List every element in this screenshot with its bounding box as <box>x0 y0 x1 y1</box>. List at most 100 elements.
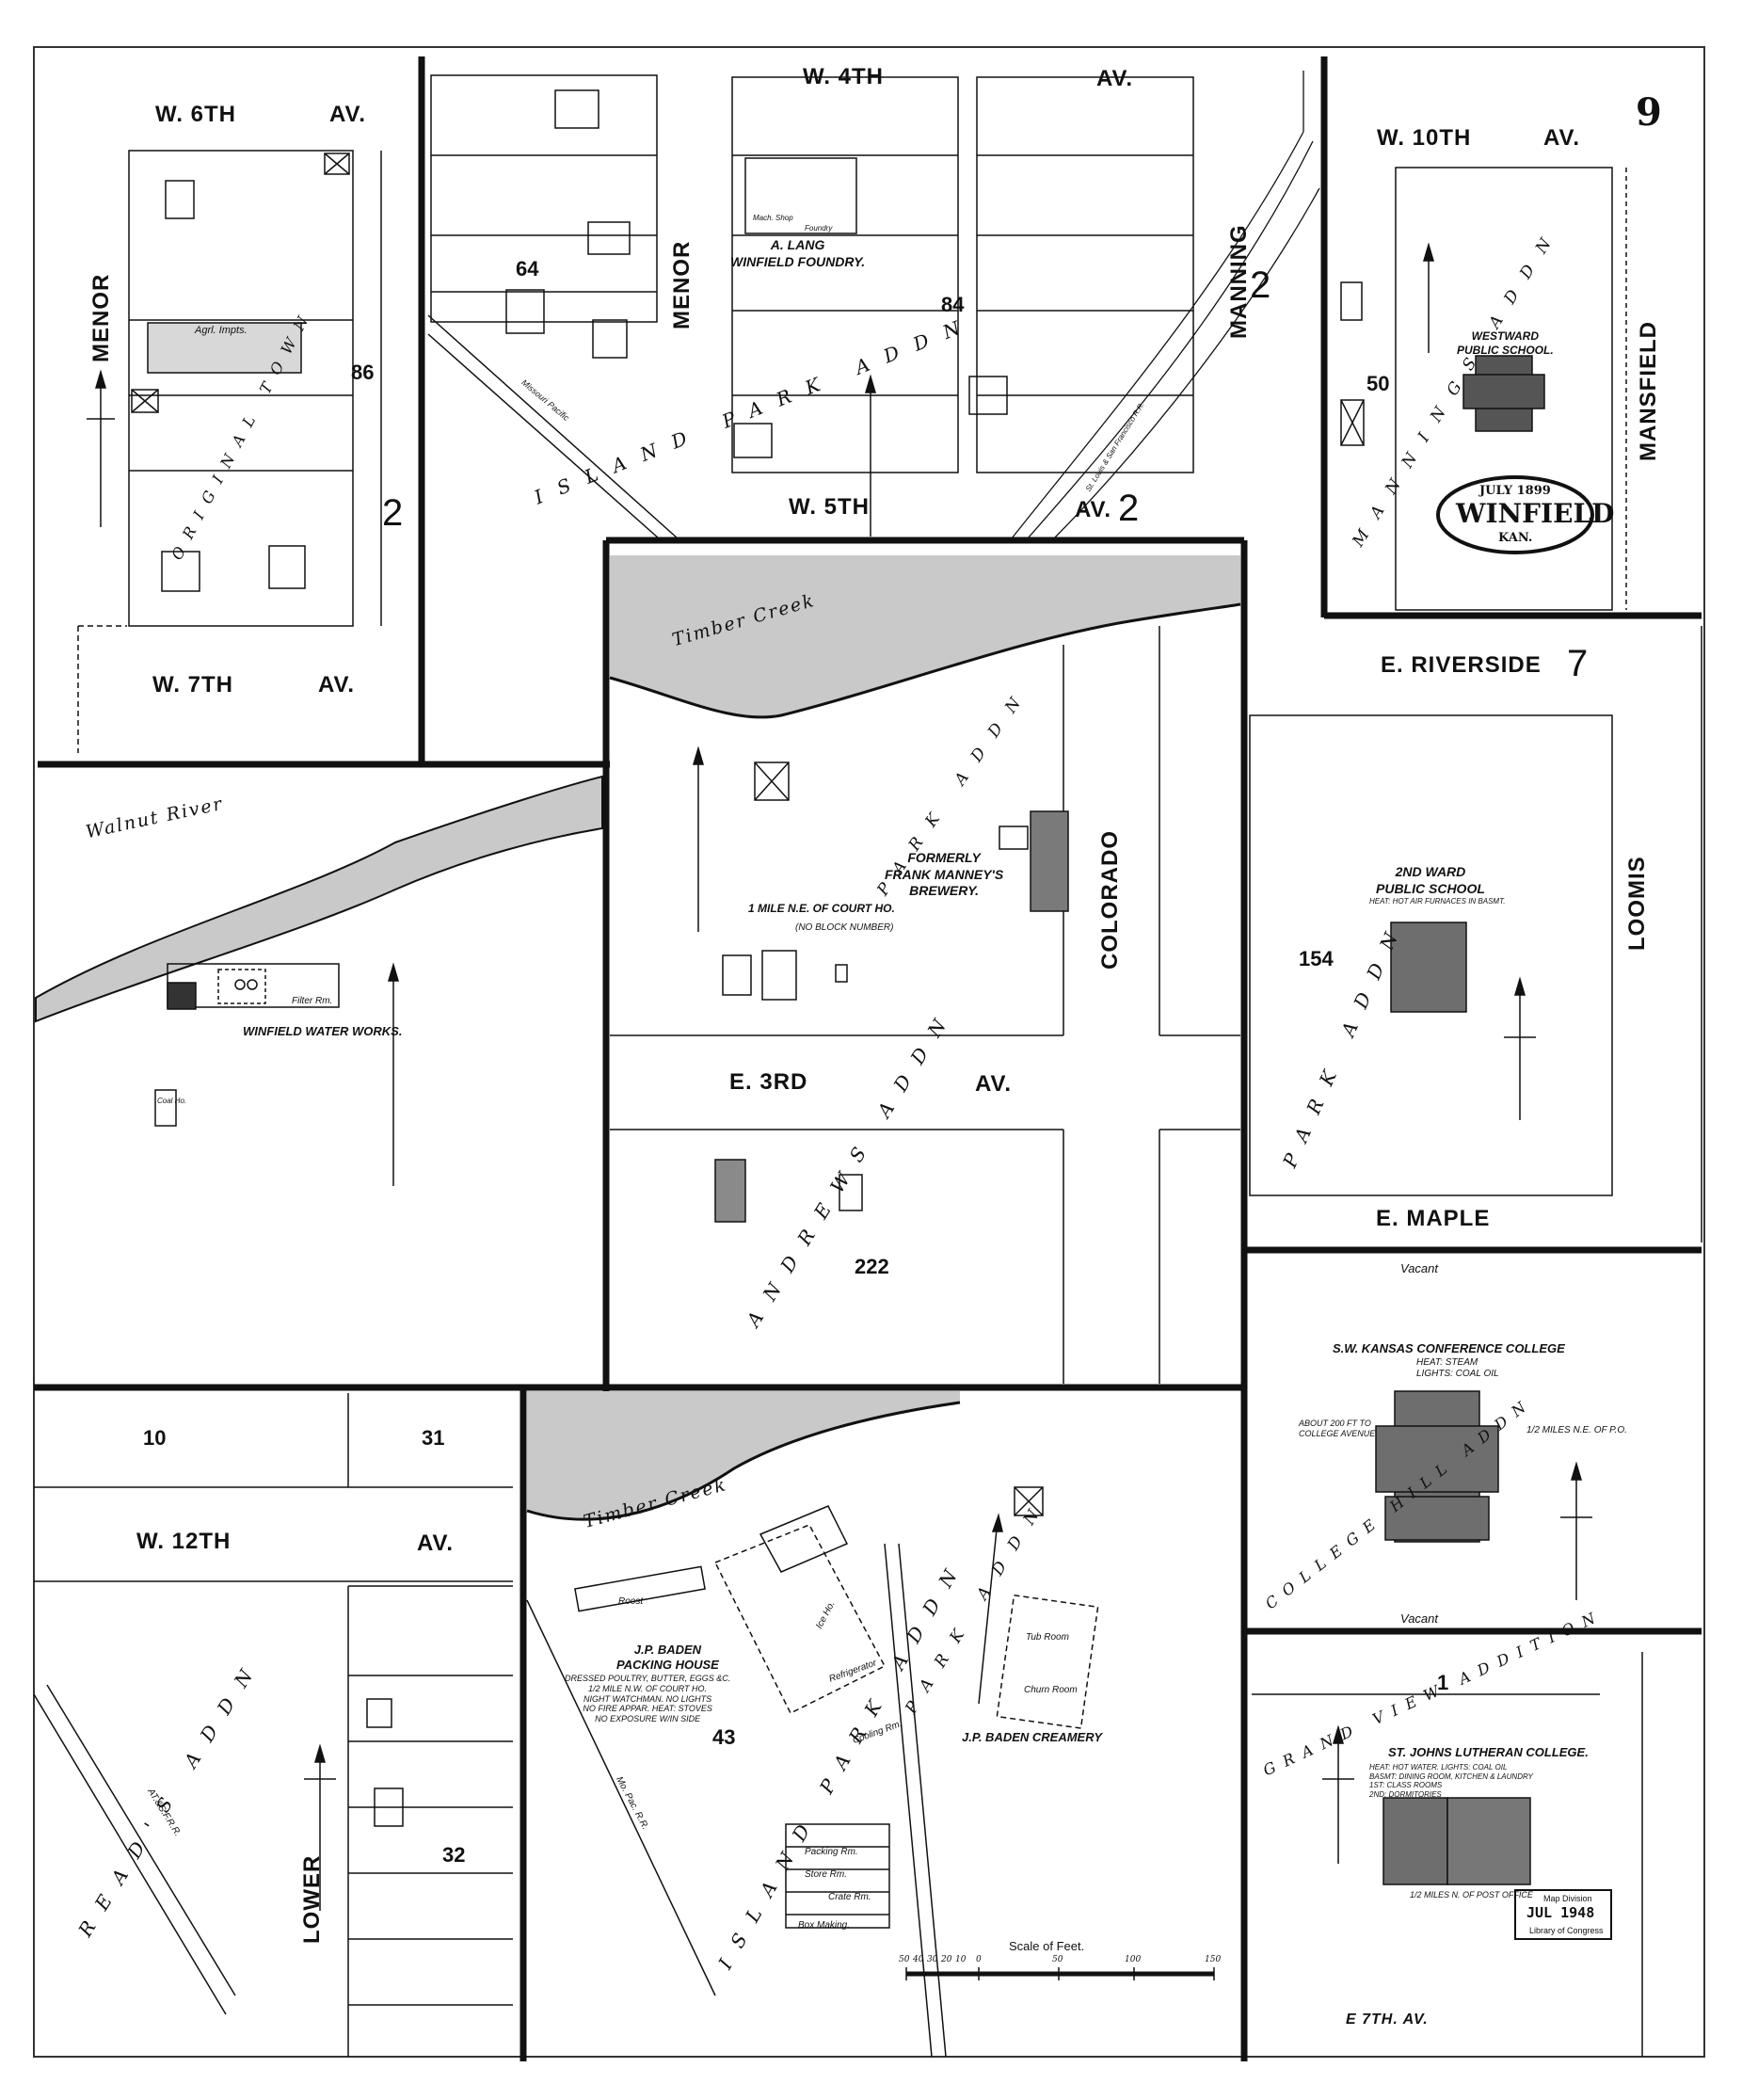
street-menor-mid: MENOR <box>669 240 695 329</box>
north-arrow-j <box>1322 1724 1354 1864</box>
street-loomis: LOOMIS <box>1624 856 1650 951</box>
block-32: 32 <box>442 1843 466 1867</box>
panel-island-park <box>427 74 1194 539</box>
street-w6: W. 6TH <box>155 102 237 127</box>
block-43: 43 <box>712 1725 736 1749</box>
label-packing-room: Packing Rm. <box>805 1847 858 1857</box>
caption-conference-heat: HEAT: STEAM LIGHTS: COAL OIL <box>1416 1357 1499 1379</box>
scale-tick-7: 100 <box>1125 1955 1142 1964</box>
block-1: 1 <box>1437 1671 1449 1694</box>
block-64: 64 <box>516 257 539 281</box>
panel-lower <box>33 1393 513 2057</box>
panel-original-town <box>77 150 382 753</box>
street-colorado: COLORADO <box>1097 830 1123 970</box>
north-arrow-h <box>304 1743 336 1911</box>
scale-tick-5: 0 <box>976 1955 982 1964</box>
lc-stamp-frame <box>1514 1889 1612 1940</box>
label-foundry-bldg: Foundry <box>805 224 833 232</box>
sheet-ref-7: 7 <box>1567 643 1589 684</box>
sheet-number: 9 <box>1636 90 1662 135</box>
caption-no-block: (NO BLOCK NUMBER) <box>795 922 894 933</box>
caption-baden-packing: J.P. BADEN PACKING HOUSE <box>616 1643 719 1673</box>
sheet-ref-2-a: 2 <box>382 492 404 534</box>
caption-lutheran: ST. JOHNS LUTHERAN COLLEGE. <box>1388 1745 1589 1759</box>
inset-frames <box>34 56 1702 2061</box>
street-w4: W. 4TH <box>803 64 885 89</box>
caption-lutheran-detail: HEAT: HOT WATER. LIGHTS: COAL OIL BASMT:… <box>1369 1763 1533 1799</box>
stamp-line-1: Map Division <box>1543 1894 1592 1903</box>
label-vacant-1: Vacant <box>1400 1261 1438 1275</box>
street-menor-left: MENOR <box>88 273 114 362</box>
stamp-line-3: Library of Congress <box>1529 1926 1604 1935</box>
scale-tick-4: 10 <box>955 1955 967 1964</box>
label-box-making: Box Making. <box>798 1920 851 1931</box>
panel-lutheran-college <box>1252 1652 1643 2057</box>
sheet-ref-2-b: 2 <box>1118 488 1140 529</box>
seal-date: JULY 1899 <box>1479 484 1551 498</box>
panel-2nd-ward <box>1249 626 1702 1242</box>
label-mach-shop: Mach. Shop <box>753 214 793 222</box>
north-arrow-g <box>1560 1461 1592 1600</box>
north-arrow-c <box>1422 242 1435 353</box>
street-w7-av: AV. <box>318 672 356 697</box>
sheet-border <box>33 46 1705 2058</box>
panel-conference-college <box>1375 1390 1499 1543</box>
street-e3: E. 3RD <box>729 1069 808 1095</box>
scale-tick-6: 50 <box>1052 1955 1063 1964</box>
north-arrow-a <box>87 369 115 527</box>
street-w5-av: AV. <box>1075 497 1112 522</box>
caption-water-works: WINFIELD WATER WORKS. <box>243 1024 403 1038</box>
label-tub-room: Tub Room <box>1026 1632 1069 1643</box>
block-31: 31 <box>422 1426 445 1450</box>
street-lower: LOWER <box>299 1854 325 1944</box>
label-store-room: Store Rm. <box>805 1869 848 1880</box>
scale-tick-2: 30 <box>927 1955 938 1964</box>
railroad-lines-b <box>1011 71 1320 539</box>
caption-foundry: A. LANG WINFIELD FOUNDRY. <box>730 237 866 269</box>
north-arrow-i <box>978 1513 1003 1705</box>
caption-2nd-ward-heat: HEAT: HOT AIR FURNACES IN BASMT. <box>1369 897 1506 906</box>
caption-baden-creamery: J.P. BADEN CREAMERY <box>962 1730 1103 1744</box>
caption-lutheran-dist: 1/2 MILES N. OF POST OFFICE <box>1410 1890 1533 1900</box>
panel-baden <box>526 1486 1099 2058</box>
street-w4-av: AV. <box>1096 66 1134 91</box>
seal-state: KAN. <box>1498 531 1533 545</box>
north-arrow-f <box>1504 976 1536 1120</box>
block-84: 84 <box>941 293 965 316</box>
label-roost: Roost <box>618 1596 644 1607</box>
label-agrl-impts: Agrl. Impts. <box>195 325 248 336</box>
street-e-riverside: E. RIVERSIDE <box>1381 652 1542 678</box>
scale-title: Scale of Feet. <box>1009 1939 1085 1953</box>
label-crate-room: Crate Rm. <box>828 1892 871 1902</box>
caption-westward-school: WESTWARD PUBLIC SCHOOL. <box>1457 329 1554 357</box>
street-e7: E 7TH. AV. <box>1346 2012 1429 2028</box>
block-222: 222 <box>855 1255 889 1278</box>
seal-city: WINFIELD <box>1456 498 1615 529</box>
block-86: 86 <box>351 361 375 384</box>
sheet-ref-2-c: 2 <box>1250 265 1271 306</box>
block-10: 10 <box>143 1426 167 1450</box>
street-w6-av: AV. <box>329 102 367 127</box>
street-w12-av: AV. <box>417 1531 455 1556</box>
caption-baden-packing-detail: DRESSED POULTRY, BUTTER, EGGS &C. 1/2 MI… <box>565 1674 731 1724</box>
street-w7: W. 7TH <box>152 672 234 697</box>
caption-conference-college: S.W. KANSAS CONFERENCE COLLEGE <box>1333 1341 1565 1355</box>
panel-water-works <box>154 963 340 1127</box>
caption-court: 1 MILE N.E. OF COURT HO. <box>748 902 895 915</box>
panel-brewery <box>610 626 1240 1384</box>
scale-bar <box>905 1967 1215 1980</box>
title-seal <box>1436 475 1594 554</box>
label-coal-ho: Coal Ho. <box>157 1097 187 1105</box>
street-manning: MANNING <box>1226 224 1252 339</box>
scale-tick-0: 50 <box>899 1955 910 1964</box>
label-churn-room: Churn Room <box>1024 1685 1078 1695</box>
caption-brewery: FORMERLY FRANK MANNEY'S BREWERY. <box>885 850 1004 898</box>
timber-creek-top <box>610 555 1240 717</box>
scale-tick-3: 20 <box>941 1955 952 1964</box>
label-filter-room: Filter Rm. <box>292 996 333 1006</box>
panel-westward-school <box>1340 167 1627 611</box>
street-e3-av: AV. <box>975 1071 1013 1097</box>
block-50: 50 <box>1366 372 1390 395</box>
stamp-line-2: JUL 1948 <box>1526 1904 1595 1921</box>
north-arrow-d <box>387 962 400 1186</box>
